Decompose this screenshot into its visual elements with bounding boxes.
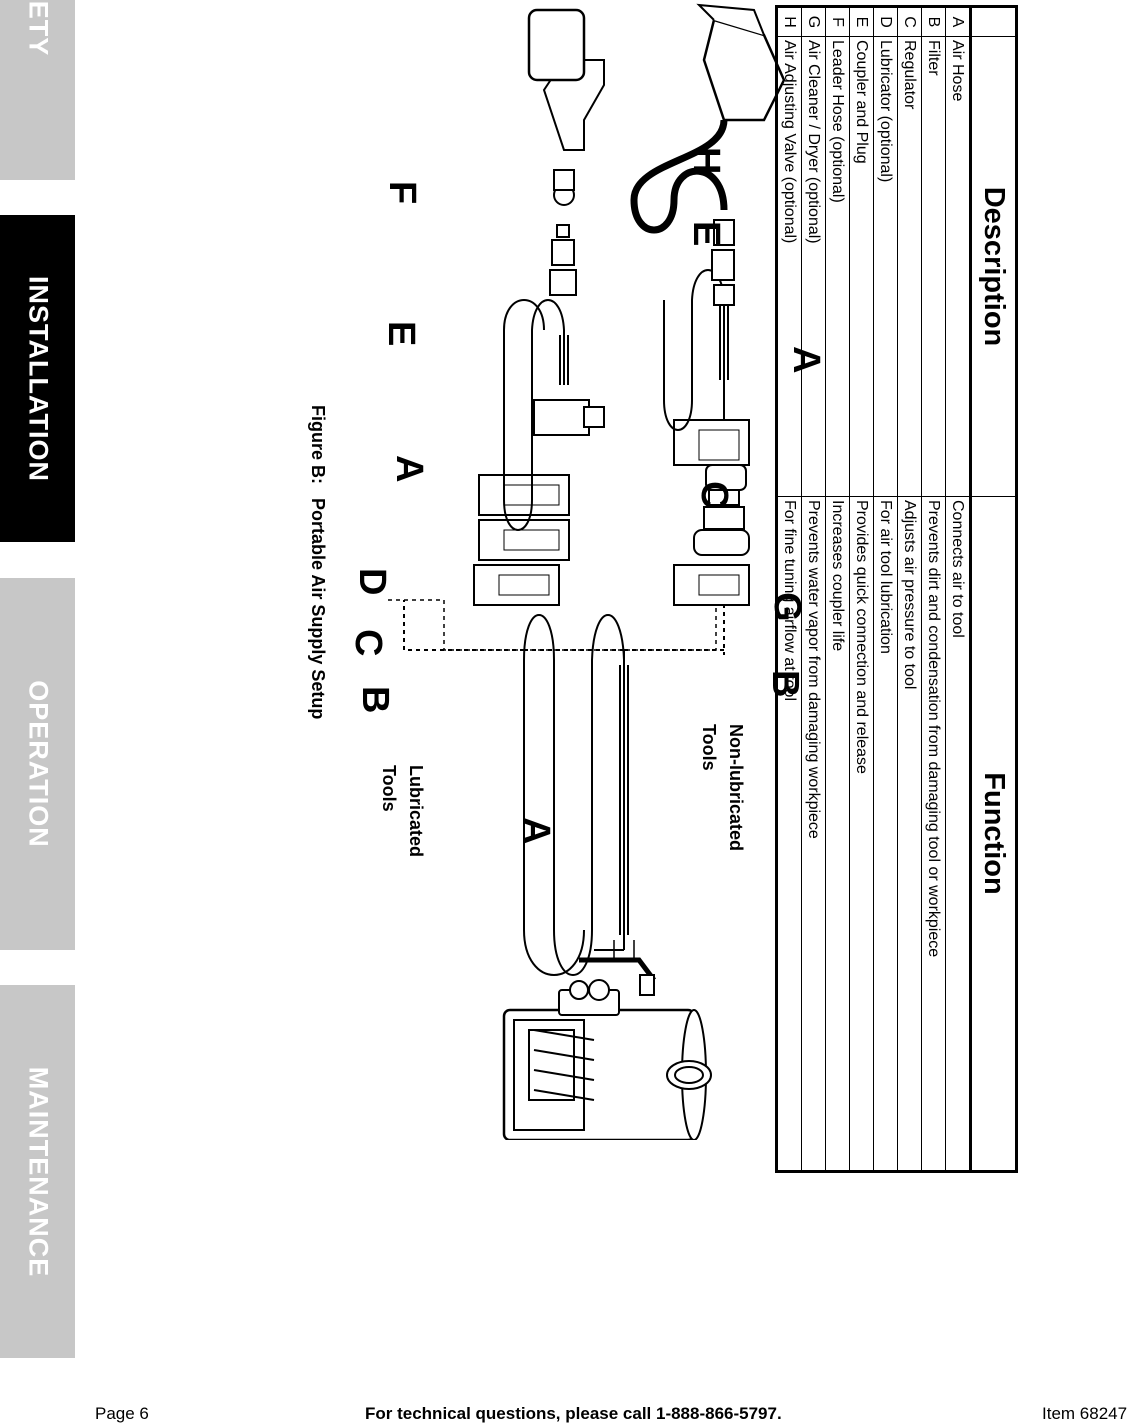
- row-description: Regulator: [897, 36, 922, 497]
- lubricated-tools-label: Lubricated Tools: [379, 765, 426, 858]
- row-function: Connects air to tool: [945, 496, 971, 1172]
- label-top-hose-A: A: [388, 455, 430, 483]
- nonlubricated-tools-label: Non-lubricated Tools: [699, 724, 746, 852]
- row-description: Lubricator (optional): [873, 36, 898, 497]
- tab-operation[interactable]: OPERATION: [0, 578, 75, 950]
- row-letter: C: [897, 6, 922, 37]
- row-description: Air Cleaner / Dryer (optional): [801, 36, 826, 497]
- tab-safety[interactable]: SAFETY: [0, 0, 75, 180]
- non-lubricated-line-components: [473, 8, 605, 606]
- lubricated-line-components: [630, 3, 786, 606]
- tab-maintenance[interactable]: MAINTENANCE: [0, 985, 75, 1358]
- figure-caption: Portable Air Supply Setup: [308, 498, 328, 720]
- tab-safety-label: SAFETY: [23, 0, 53, 57]
- label-top-filter-B: B: [354, 686, 396, 714]
- row-description: Filter: [921, 36, 946, 497]
- row-function: For air tool lubrication: [873, 496, 898, 1172]
- row-letter: G: [801, 6, 826, 37]
- header-function: Function: [970, 496, 1017, 1172]
- footer-item: Item 68247: [1042, 1404, 1128, 1423]
- row-description: Air Hose: [945, 36, 971, 497]
- row-function: Prevents water vapor from damaging workp…: [801, 496, 826, 1172]
- label-top-coupler-E: E: [380, 321, 422, 347]
- label-main-hose-A: A: [515, 817, 557, 845]
- label-top-regulator-C: C: [347, 629, 389, 657]
- figure-prefix: Figure B:: [308, 405, 328, 484]
- tab-installation[interactable]: INSTALLATION: [0, 215, 75, 542]
- row-function: For fine tuning airflow at tool: [776, 496, 802, 1172]
- label-bottom-coupler-E: E: [685, 221, 727, 247]
- footer-page: Page 6: [95, 1404, 149, 1423]
- row-letter: D: [873, 6, 898, 37]
- tab-operation-label: OPERATION: [23, 680, 53, 848]
- row-letter: F: [825, 6, 850, 37]
- tab-maintenance-label: MAINTENANCE: [23, 1066, 53, 1277]
- row-function: Increases coupler life: [825, 496, 850, 1172]
- label-top-leader-F: F: [381, 181, 423, 205]
- rotated-page-content: Figure B: Portable Air Supply Setup Lubri…: [75, 0, 1144, 1140]
- header-description: Description: [970, 36, 1017, 497]
- figure-title: Figure B: Portable Air Supply Setup: [307, 405, 328, 719]
- table-header-row: Description Function: [970, 6, 1017, 1172]
- row-letter: B: [921, 6, 946, 37]
- label-top-lubricator-D: D: [351, 568, 393, 596]
- footer-tech-questions: For technical questions, please call 1-8…: [365, 1404, 782, 1423]
- row-function: Prevents dirt and condensation from dama…: [921, 496, 946, 1172]
- row-function: Adjusts air pressure to tool: [897, 496, 922, 1172]
- label-bottom-valve-H: H: [685, 147, 727, 175]
- row-letter: E: [849, 6, 874, 37]
- tab-installation-label: INSTALLATION: [23, 275, 53, 482]
- label-bottom-regulator-C: C: [693, 481, 735, 509]
- row-function: Provides quick connection and release: [849, 496, 874, 1172]
- main-air-hose-coil: [523, 614, 635, 976]
- row-description: Air Adjusting Valve (optional): [776, 36, 802, 497]
- air-supply-diagram: [384, 3, 786, 1140]
- row-description: Coupler and Plug: [849, 36, 874, 497]
- row-description: Leader Hose (optional): [825, 36, 850, 497]
- air-compressor-illustration: [502, 957, 712, 1140]
- row-letter: A: [945, 6, 971, 37]
- row-letter: H: [776, 6, 802, 37]
